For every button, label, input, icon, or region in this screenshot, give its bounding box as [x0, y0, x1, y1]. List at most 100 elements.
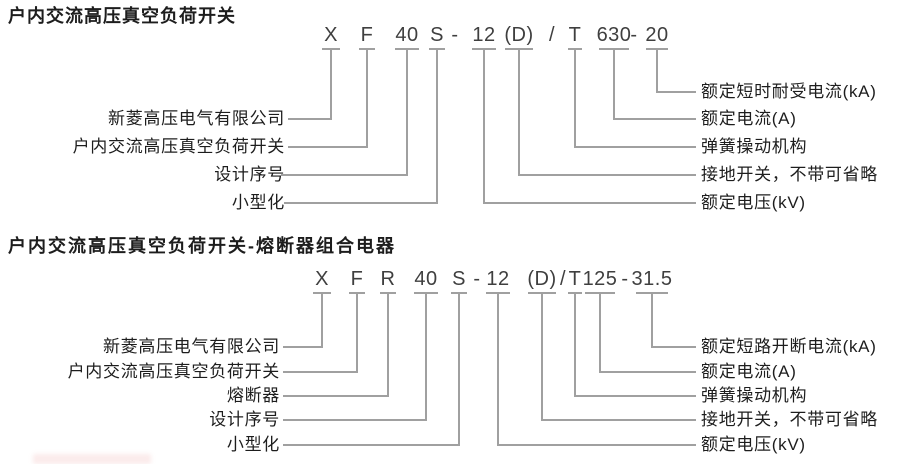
right-label: 接地开关，不带可省略	[701, 410, 878, 429]
connector-vline	[518, 50, 520, 176]
code-tick	[636, 292, 668, 294]
connector-vline	[425, 294, 427, 421]
left-label: 设计序号	[214, 165, 285, 184]
connector-hline	[498, 444, 696, 446]
right-label: 额定电流(A)	[701, 109, 797, 128]
connector-vline	[656, 50, 658, 93]
code-token: 40	[395, 24, 419, 46]
connector-vline	[436, 50, 438, 204]
connector-hline	[283, 395, 388, 397]
left-label: 新菱高压电气有限公司	[103, 337, 280, 356]
code-token: -	[621, 268, 629, 290]
right-label: 额定短时耐受电流(kA)	[701, 82, 877, 101]
connector-vline	[330, 50, 332, 120]
code-tick	[395, 48, 419, 50]
connector-hline	[484, 202, 696, 204]
connector-hline	[519, 174, 696, 176]
connector-hline	[288, 118, 331, 120]
right-label: 额定电压(kV)	[701, 435, 806, 454]
code-tick	[429, 48, 445, 50]
code-token: (D)	[504, 24, 534, 46]
right-label: 额定电压(kV)	[701, 193, 806, 212]
connector-hline	[288, 146, 367, 148]
code-token: 20	[645, 24, 669, 46]
code-tick	[528, 292, 556, 294]
code-token: 40	[414, 268, 438, 290]
connector-hline	[283, 371, 357, 373]
code-tick	[568, 48, 582, 50]
connector-hline	[284, 202, 437, 204]
code-tick	[380, 292, 396, 294]
connector-hline	[657, 91, 696, 93]
left-label: 新菱高压电气有限公司	[108, 109, 285, 128]
code-token: /	[548, 24, 556, 46]
diagram-1-title: 户内交流高压真空负荷开关	[8, 6, 236, 26]
connector-vline	[356, 294, 358, 373]
code-token: T	[568, 268, 582, 290]
code-token: F	[360, 24, 374, 46]
connector-vline	[483, 50, 485, 204]
code-token: /	[559, 268, 567, 290]
connector-vline	[366, 50, 368, 148]
connector-vline	[599, 294, 601, 373]
code-token: S	[430, 24, 444, 46]
connector-vline	[497, 294, 499, 446]
connector-vline	[458, 294, 460, 446]
connector-hline	[575, 146, 696, 148]
code-tick	[349, 292, 365, 294]
connector-hline	[575, 395, 696, 397]
connector-vline	[387, 294, 389, 397]
code-tick	[486, 292, 510, 294]
right-label: 接地开关，不带可省略	[701, 165, 878, 184]
code-token: F	[350, 268, 364, 290]
code-token: -	[630, 24, 638, 46]
connector-vline	[613, 50, 615, 120]
connector-hline	[652, 346, 696, 348]
code-token: 12	[486, 268, 510, 290]
cropped-watermark	[33, 454, 151, 464]
code-tick	[359, 48, 375, 50]
code-tick	[313, 292, 331, 294]
connector-hline	[542, 419, 696, 421]
connector-vline	[651, 294, 653, 348]
code-tick	[646, 48, 668, 50]
code-token: X	[324, 24, 338, 46]
code-tick	[585, 292, 615, 294]
code-token: -	[473, 268, 481, 290]
code-token: X	[315, 268, 329, 290]
connector-hline	[283, 346, 322, 348]
code-token: (D)	[527, 268, 557, 290]
code-token: 125	[582, 268, 618, 290]
connector-hline	[281, 174, 407, 176]
code-tick	[451, 292, 467, 294]
connector-vline	[321, 294, 323, 348]
code-token: -	[451, 24, 459, 46]
left-label: 熔断器	[226, 386, 280, 405]
right-label: 额定短路开断电流(kA)	[701, 337, 877, 356]
connector-vline	[541, 294, 543, 421]
left-label: 小型化	[226, 435, 280, 454]
left-label: 小型化	[231, 193, 285, 212]
right-label: 弹簧操动机构	[701, 386, 808, 405]
left-label: 设计序号	[209, 410, 280, 429]
connector-vline	[406, 50, 408, 176]
connector-vline	[574, 50, 576, 148]
connector-hline	[283, 444, 459, 446]
connector-hline	[283, 419, 426, 421]
code-token: R	[380, 268, 396, 290]
code-token: T	[568, 24, 582, 46]
connector-vline	[574, 294, 576, 397]
left-label: 户内交流高压真空负荷开关	[72, 137, 285, 156]
code-tick	[505, 48, 533, 50]
connector-hline	[600, 371, 696, 373]
right-label: 弹簧操动机构	[701, 137, 808, 156]
code-token: S	[452, 268, 466, 290]
right-label: 额定电流(A)	[701, 362, 797, 381]
left-label: 户内交流高压真空负荷开关	[67, 362, 280, 381]
diagram-2-title: 户内交流高压真空负荷开关-熔断器组合电器	[8, 236, 396, 256]
code-tick	[472, 48, 496, 50]
code-token: 31.5	[631, 268, 673, 290]
code-tick	[322, 48, 340, 50]
code-token: 12	[472, 24, 496, 46]
